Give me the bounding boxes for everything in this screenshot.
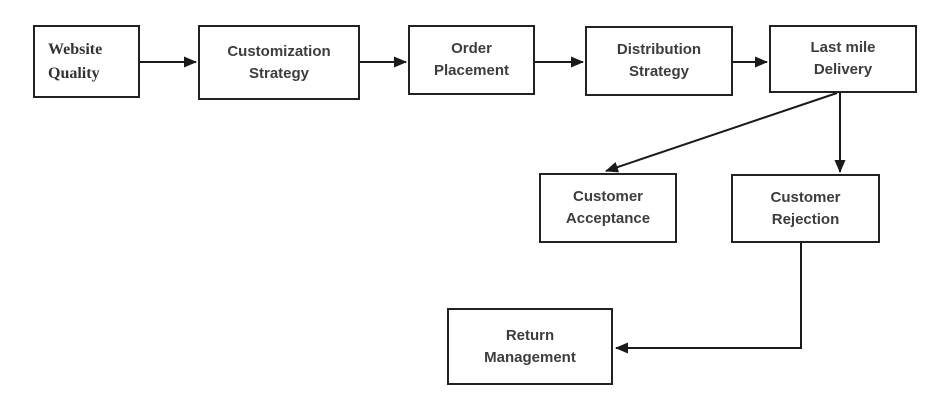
flowchart-box-distribution-strategy: Distribution Strategy xyxy=(585,26,733,96)
box-label-customer-acceptance: Customer Acceptance xyxy=(565,188,651,227)
box-label-last-mile-delivery: Last mile Delivery xyxy=(810,39,876,78)
box-label-distribution-strategy: Distribution Strategy xyxy=(616,41,702,80)
flowchart-box-customization-strategy: Customization Strategy xyxy=(198,25,360,100)
box-label-return-management: Return Management xyxy=(484,326,576,366)
flowchart-box-customer-rejection: Customer Rejection xyxy=(731,174,880,243)
flowchart-box-website-quality: Website Quality xyxy=(33,25,140,98)
arrow-rejection-to-return xyxy=(615,243,802,354)
box-label-customer-rejection: Customer Rejection xyxy=(770,188,841,228)
box-label-website-quality: Website Quality xyxy=(48,40,103,82)
flowchart-box-order-placement: Order Placement xyxy=(408,25,535,95)
flowchart-box-last-mile-delivery: Last mile Delivery xyxy=(769,25,917,93)
flowchart-box-customer-acceptance: Customer Acceptance xyxy=(539,173,677,243)
box-label-customization-strategy: Customization Strategy xyxy=(227,42,331,82)
flowchart-box-return-management: Return Management xyxy=(447,308,613,385)
arrow-lastmile-to-acceptance xyxy=(605,92,838,173)
box-label-order-placement: Order Placement xyxy=(433,40,510,79)
